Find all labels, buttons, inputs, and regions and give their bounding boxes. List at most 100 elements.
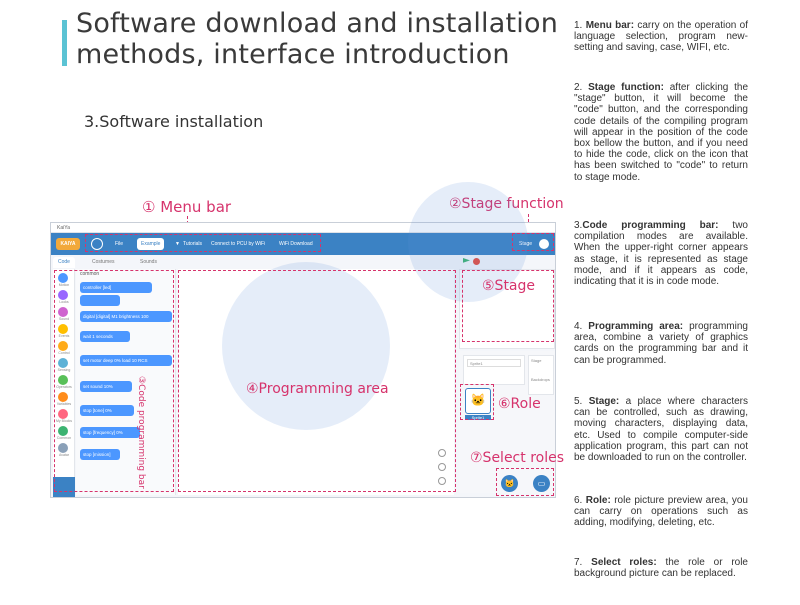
software-screenshot: KaiYa KAIYA File Example ▼ Tutorials Con… (50, 222, 556, 498)
annotation-stage: ⑤Stage (482, 278, 536, 294)
category-label: Variables (56, 402, 72, 406)
code-block[interactable]: set motor deep 0% load 10 RCS (80, 355, 172, 366)
desc-num: 3. (574, 220, 583, 231)
desc-term: Role: (585, 495, 611, 506)
desc-term: Stage function: (588, 82, 664, 93)
annotation-code-programming-bar: ③Code programming bar (136, 376, 146, 489)
code-block[interactable]: stop [tone] 0% (80, 405, 134, 416)
annotation-stage-function: ②Stage function (449, 196, 564, 212)
stage-toggle-button[interactable]: Stage (519, 238, 549, 250)
annotation-menu-bar: ① Menu bar (142, 198, 232, 216)
desc-text: role picture preview area, you can carry… (574, 495, 748, 529)
category-label: Common (56, 436, 72, 440)
tab-code[interactable]: Code (53, 257, 75, 268)
role-highlight (460, 384, 494, 420)
zoom-out-icon[interactable] (438, 463, 446, 471)
watermark-logo (408, 182, 528, 302)
zoom-reset-icon[interactable] (438, 477, 446, 485)
tab-costumes[interactable]: Costumes (92, 259, 115, 265)
category-my-blocks[interactable] (58, 409, 68, 419)
annotation-programming-area: ④Programming area (246, 381, 389, 397)
category-avatar[interactable] (58, 443, 68, 453)
desc-text: carry on the operation of language selec… (574, 20, 748, 54)
tab-sounds[interactable]: Sounds (140, 259, 157, 265)
desc-num: 1. (574, 20, 583, 31)
watermark-logo (222, 262, 390, 430)
desc-num: 7. (574, 557, 583, 568)
stage-canvas[interactable] (459, 269, 555, 349)
app-logo: KAIYA (56, 238, 80, 250)
stage-toggle-label: Stage (519, 241, 533, 247)
code-block[interactable]: stop [mission] (80, 449, 120, 460)
category-label: Control (58, 351, 70, 355)
code-block[interactable]: wait 1 seconds (80, 331, 130, 342)
desc-term: Select roles: (591, 557, 657, 568)
menu-wifi-download[interactable]: WiFi Download (279, 241, 313, 247)
sprite-name-input[interactable]: Sprite1 (467, 359, 521, 367)
language-globe-icon[interactable] (91, 238, 103, 250)
desc-text: a place where characters can be controll… (574, 396, 748, 464)
description-1: 1. Menu bar: carry on the operation of l… (574, 20, 748, 54)
description-2: 2. Stage function: after clicking the "s… (574, 82, 748, 183)
category-sensing[interactable] (58, 358, 68, 368)
desc-num: 5. (574, 396, 583, 407)
description-3: 3.Code programming bar: two compilation … (574, 220, 748, 287)
stage-controls (459, 255, 555, 269)
app-window-title: KaiYa (51, 223, 555, 233)
select-backdrop-button[interactable]: ▭ (533, 475, 550, 492)
description-4: 4. Programming area: programming area, c… (574, 321, 748, 366)
code-block[interactable]: set sound 10% (80, 381, 132, 392)
title-line-2: methods, interface introduction (76, 39, 510, 70)
code-block[interactable]: digital [digital] M1 brightness 100 (80, 311, 172, 322)
category-label: Operators (56, 385, 72, 389)
desc-text: programming area, combine a variety of g… (574, 321, 748, 366)
sprite-properties: Sprite1 (463, 355, 525, 385)
select-sprite-button[interactable]: 🐱 (501, 475, 518, 492)
code-programming-bar: common controller [led] digital [digital… (76, 269, 176, 495)
description-6: 6. Role: role picture preview area, you … (574, 495, 748, 529)
category-label: Looks (59, 300, 69, 304)
category-operators[interactable] (58, 375, 68, 385)
menu-bar-highlight (85, 234, 321, 252)
page-title: Software download and installation metho… (76, 8, 558, 70)
select-roles-highlight (496, 468, 554, 496)
menu-connect-wifi[interactable]: Connect to PCU by WiFi (211, 241, 266, 247)
category-label: Avatar (58, 453, 70, 457)
category-common[interactable] (58, 426, 68, 436)
code-block[interactable]: stop [frequency] 0% (80, 427, 140, 438)
menu-file[interactable]: File (115, 241, 124, 247)
code-block[interactable] (80, 295, 120, 306)
desc-term: Menu bar: (585, 20, 635, 31)
menu-tutorials[interactable]: Tutorials (183, 241, 202, 247)
category-looks[interactable] (58, 290, 68, 300)
tutorials-icon[interactable]: ▼ (175, 241, 180, 247)
desc-text: after clicking the "stage" button, it wi… (574, 82, 748, 183)
category-motion[interactable] (58, 273, 68, 283)
stage-properties: Stage Backdrops (528, 355, 554, 395)
desc-num: 4. (574, 321, 583, 332)
annotation-role: ⑥Role (498, 396, 541, 412)
desc-text: the role or role background picture can … (574, 557, 748, 580)
code-bar-highlight (54, 270, 174, 492)
programming-area[interactable] (178, 269, 454, 495)
app-menu-bar: KAIYA File Example ▼ Tutorials Connect t… (51, 233, 555, 255)
sprite-thumbnail[interactable]: 🐱 (465, 388, 491, 414)
category-events[interactable] (58, 324, 68, 334)
desc-term: Stage: (588, 396, 620, 407)
stop-icon[interactable] (473, 258, 480, 265)
extension-button[interactable] (53, 477, 75, 497)
blocks-header: common (80, 271, 100, 277)
code-block[interactable]: controller [led] (80, 282, 152, 293)
green-flag-icon[interactable] (463, 258, 470, 263)
zoom-in-icon[interactable] (438, 449, 446, 457)
description-5: 5. Stage: a place where characters can b… (574, 396, 748, 463)
menu-example[interactable]: Example (137, 238, 165, 250)
category-sound[interactable] (58, 307, 68, 317)
stage-highlight (462, 270, 554, 342)
category-label: Events (58, 334, 70, 338)
programming-area-highlight (178, 270, 456, 492)
backdrops-label: Backdrops (531, 377, 550, 382)
category-variables[interactable] (58, 392, 68, 402)
section-heading: 3.Software installation (84, 112, 264, 131)
category-control[interactable] (58, 341, 68, 351)
